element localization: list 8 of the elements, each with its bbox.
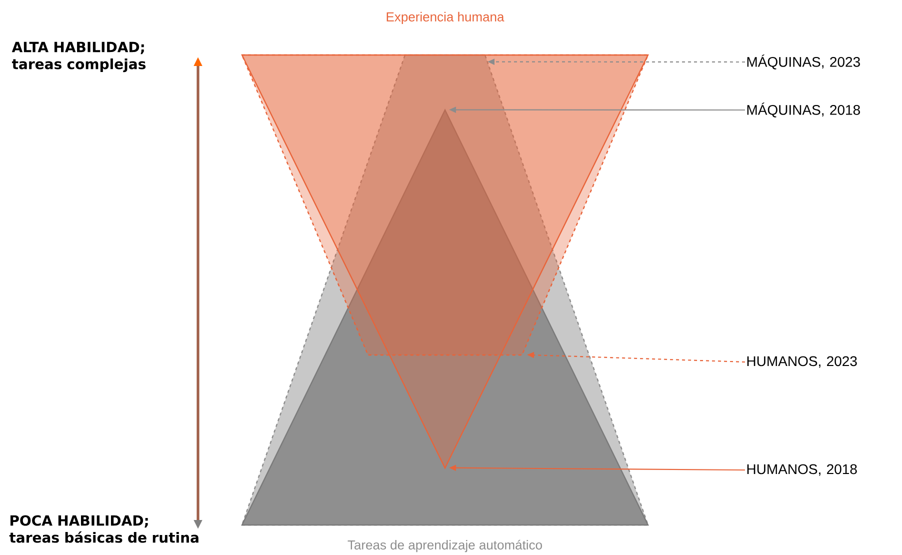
- node-label: MÁQUINAS, 2018: [747, 102, 860, 118]
- node-label: MÁQUINAS, 2023: [747, 54, 860, 70]
- node-label: HUMANOS, 2018: [747, 464, 857, 476]
- axis-caption: Tareas de aprendizaje automático: [348, 540, 542, 552]
- node-label: POCA HABILIDAD; tareas básicas de rutina: [9, 515, 198, 543]
- node-label: HUMANOS, 2023: [747, 356, 857, 368]
- node-label: ALTA HABILIDAD; tareas complejas: [12, 42, 146, 72]
- axis-caption: Experiencia humana: [386, 12, 504, 24]
